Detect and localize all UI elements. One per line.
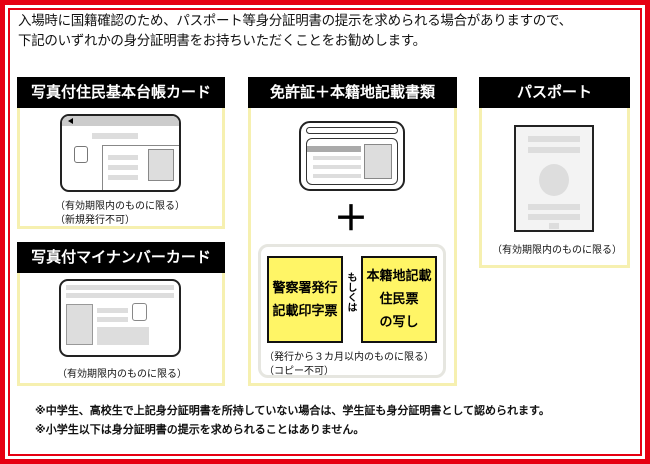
juki-no-new-note: （新規発行不可） (55, 215, 135, 226)
footnote-2: ※小学生以下は身分証明書の提示を求められることはありません。 (35, 423, 365, 436)
license-issue-note: （発行から３カ月以内のものに限る） (264, 352, 434, 363)
register-docs-box (258, 244, 446, 378)
license-title: 免許証＋本籍地記載書類 (248, 77, 457, 108)
intro-text: 入場時に国籍確認のため、パスポート等身分証明書の提示を求められる場合がありますの… (18, 11, 572, 51)
juki-validity-note: （有効期限内のものに限る） (55, 201, 185, 212)
or-label: もしくは (345, 272, 356, 312)
passport-validity-note: （有効期限内のものに限る） (492, 245, 622, 256)
police-record-doc: 警察署発行 記載印字票 (267, 256, 343, 343)
intro-line-2: 下記のいずれかの身分証明書をお持ちいただくことをお勧めします。 (18, 33, 426, 49)
juki-card-title: 写真付住民基本台帳カード (17, 77, 225, 108)
mynumber-card-title: 写真付マイナンバーカード (17, 242, 225, 273)
resident-copy-doc: 本籍地記載 住民票 の写し (361, 256, 437, 343)
mynumber-validity-note: （有効期限内のものに限る） (57, 369, 187, 380)
passport-title: パスポート (479, 77, 630, 108)
plus-icon: ＋ (334, 199, 368, 239)
intro-line-1: 入場時に国籍確認のため、パスポート等身分証明書の提示を求められる場合がありますの… (18, 13, 572, 29)
passport-icon (514, 125, 594, 232)
license-copy-note: （コピー不可） (264, 366, 334, 377)
footnote-1: ※中学生、高校生で上記身分証明書を所持していない場合は、学生証も身分証明書として… (35, 404, 550, 417)
mynumber-card-icon (59, 279, 181, 357)
juki-card-icon (60, 114, 181, 192)
license-card-icon (299, 121, 405, 191)
